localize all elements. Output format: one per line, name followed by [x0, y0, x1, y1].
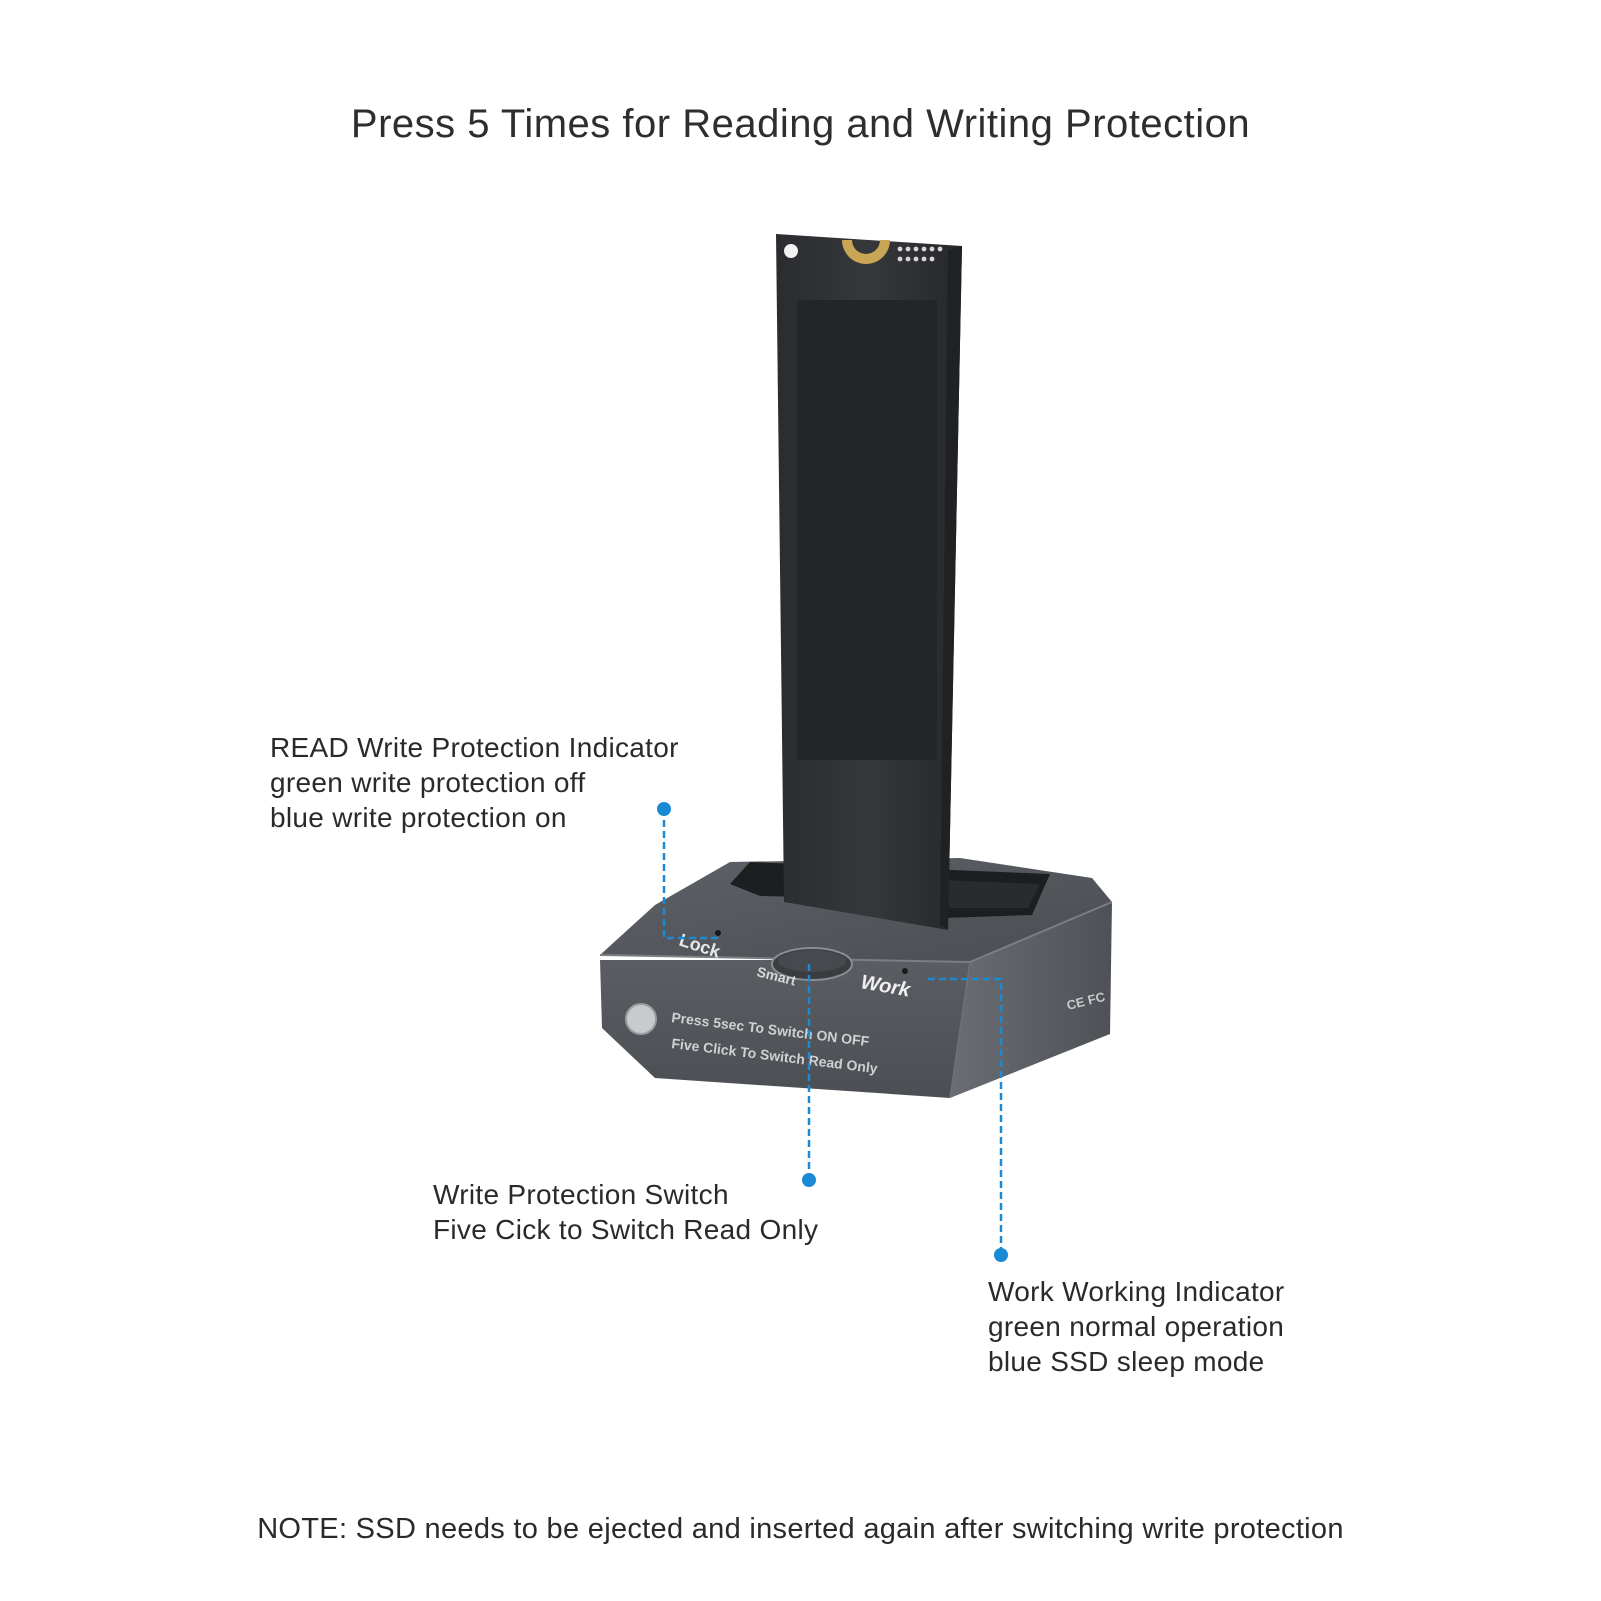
- lock-led: [715, 930, 721, 936]
- callout-line: green normal operation: [988, 1311, 1285, 1342]
- callout-line: Five Cick to Switch Read Only: [433, 1214, 819, 1245]
- read-indicator-callout: READ Write Protection Indicator green wr…: [270, 730, 679, 835]
- callout-line: Work Working Indicator: [988, 1276, 1285, 1307]
- ssd-module: [776, 234, 962, 930]
- write-switch-callout: Write Protection Switch Five Cick to Swi…: [433, 1177, 818, 1247]
- callout-line: green write protection off: [270, 767, 586, 798]
- callout-switch-line: [802, 964, 816, 1187]
- footer-note: NOTE: SSD needs to be ejected and insert…: [257, 1513, 1344, 1545]
- work-led: [902, 968, 908, 974]
- callout-line: blue SSD sleep mode: [988, 1346, 1265, 1377]
- callout-work-line: [928, 977, 1008, 1262]
- page-title: Press 5 Times for Reading and Writing Pr…: [350, 102, 1251, 146]
- smart-button[interactable]: [771, 947, 853, 981]
- power-button[interactable]: [625, 1003, 657, 1035]
- callout-line: Write Protection Switch: [433, 1179, 729, 1210]
- callout-read-line: [657, 802, 718, 940]
- work-indicator-callout: Work Working Indicator green normal oper…: [988, 1274, 1285, 1379]
- callout-line: blue write protection on: [270, 802, 567, 833]
- callout-line: READ Write Protection Indicator: [270, 732, 679, 763]
